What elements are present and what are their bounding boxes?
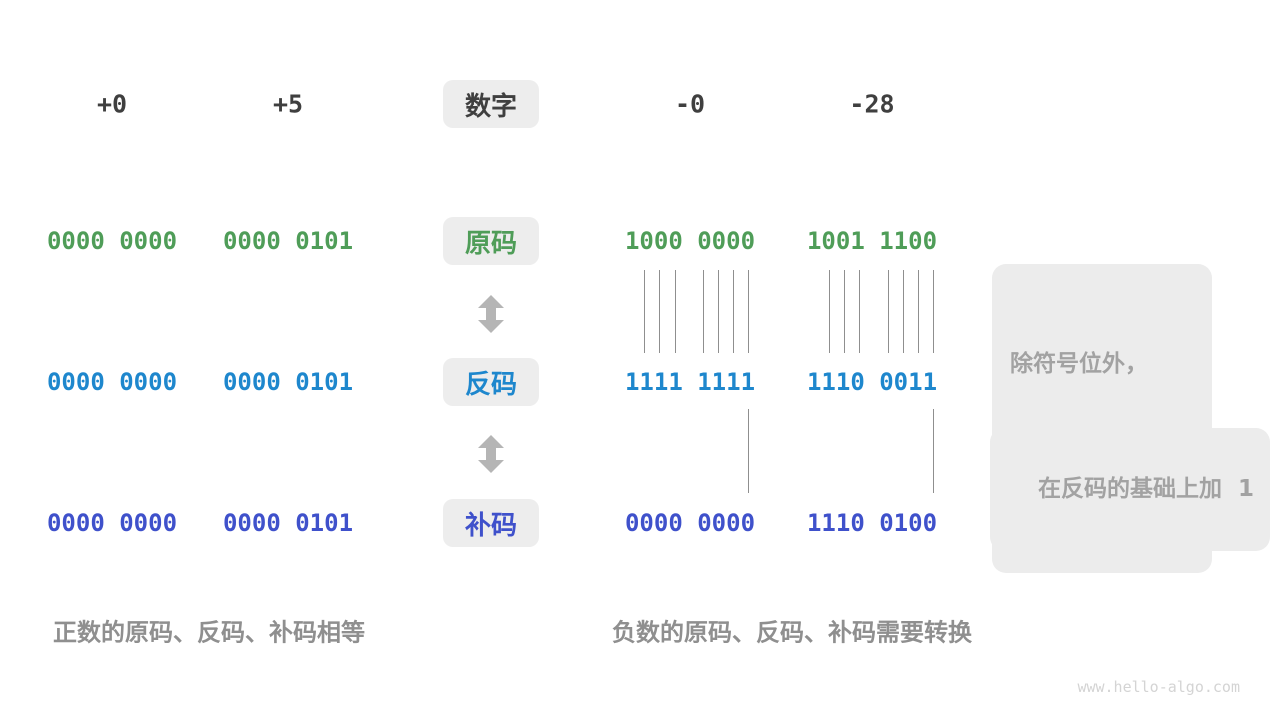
negative-numbers-caption: 负数的原码、反码、补码需要转换 [612, 618, 972, 647]
sign-magnitude-label: 原码 [464, 228, 517, 259]
twos-complement-label-box: 补码 [443, 499, 539, 547]
twos-complement-pos-five: 0000 0101 [222, 509, 354, 537]
ones-complement-pos-five: 0000 0101 [222, 368, 354, 396]
tick-line [859, 270, 860, 353]
sign-magnitude-pos-five: 0000 0101 [222, 227, 354, 255]
tick-line [903, 270, 904, 353]
twos-complement-neg-28: 1110 0100 [806, 509, 938, 537]
tick-line [933, 409, 934, 493]
tick-line [718, 270, 719, 353]
ones-complement-label: 反码 [464, 369, 517, 400]
twos-complement-label: 补码 [464, 510, 517, 541]
tick-line [703, 270, 704, 353]
twos-complement-neg-zero: 0000 0000 [624, 509, 756, 537]
ones-complement-pos-zero: 0000 0000 [46, 368, 178, 396]
ones-complement-label-box: 反码 [443, 358, 539, 406]
column-header-pos-zero: +0 [96, 89, 128, 119]
column-header-pos-five: +5 [272, 89, 304, 119]
add-one-note: 在反码的基础上加 1 [990, 428, 1271, 551]
tick-line [829, 270, 830, 353]
tick-line [918, 270, 919, 353]
add-one-note-text: 在反码的基础上加 1 [1038, 475, 1255, 502]
tick-line [748, 409, 749, 493]
watermark: www.hello-algo.com [1077, 678, 1240, 696]
tick-line [888, 270, 889, 353]
number-label: 数字 [464, 91, 517, 122]
positive-numbers-caption: 正数的原码、反码、补码相等 [53, 618, 365, 647]
invert-bits-note-line1: 除符号位外， [1010, 351, 1148, 378]
updown-arrow-icon [478, 295, 504, 333]
tick-line [733, 270, 734, 353]
sign-magnitude-neg-28: 1001 1100 [806, 227, 938, 255]
column-header-neg-zero: -0 [674, 89, 706, 119]
updown-arrow-icon [478, 435, 504, 473]
tick-line [933, 270, 934, 353]
tick-line [844, 270, 845, 353]
tick-line [675, 270, 676, 353]
sign-magnitude-label-box: 原码 [443, 217, 539, 265]
ones-complement-neg-zero: 1111 1111 [624, 368, 756, 396]
tick-line [644, 270, 645, 353]
tick-line [748, 270, 749, 353]
tick-line [659, 270, 660, 353]
column-header-neg-28: -28 [849, 89, 895, 119]
ones-complement-neg-28: 1110 0011 [806, 368, 938, 396]
number-label-box: 数字 [443, 80, 539, 128]
twos-complement-pos-zero: 0000 0000 [46, 509, 178, 537]
sign-magnitude-neg-zero: 1000 0000 [624, 227, 756, 255]
sign-magnitude-pos-zero: 0000 0000 [46, 227, 178, 255]
